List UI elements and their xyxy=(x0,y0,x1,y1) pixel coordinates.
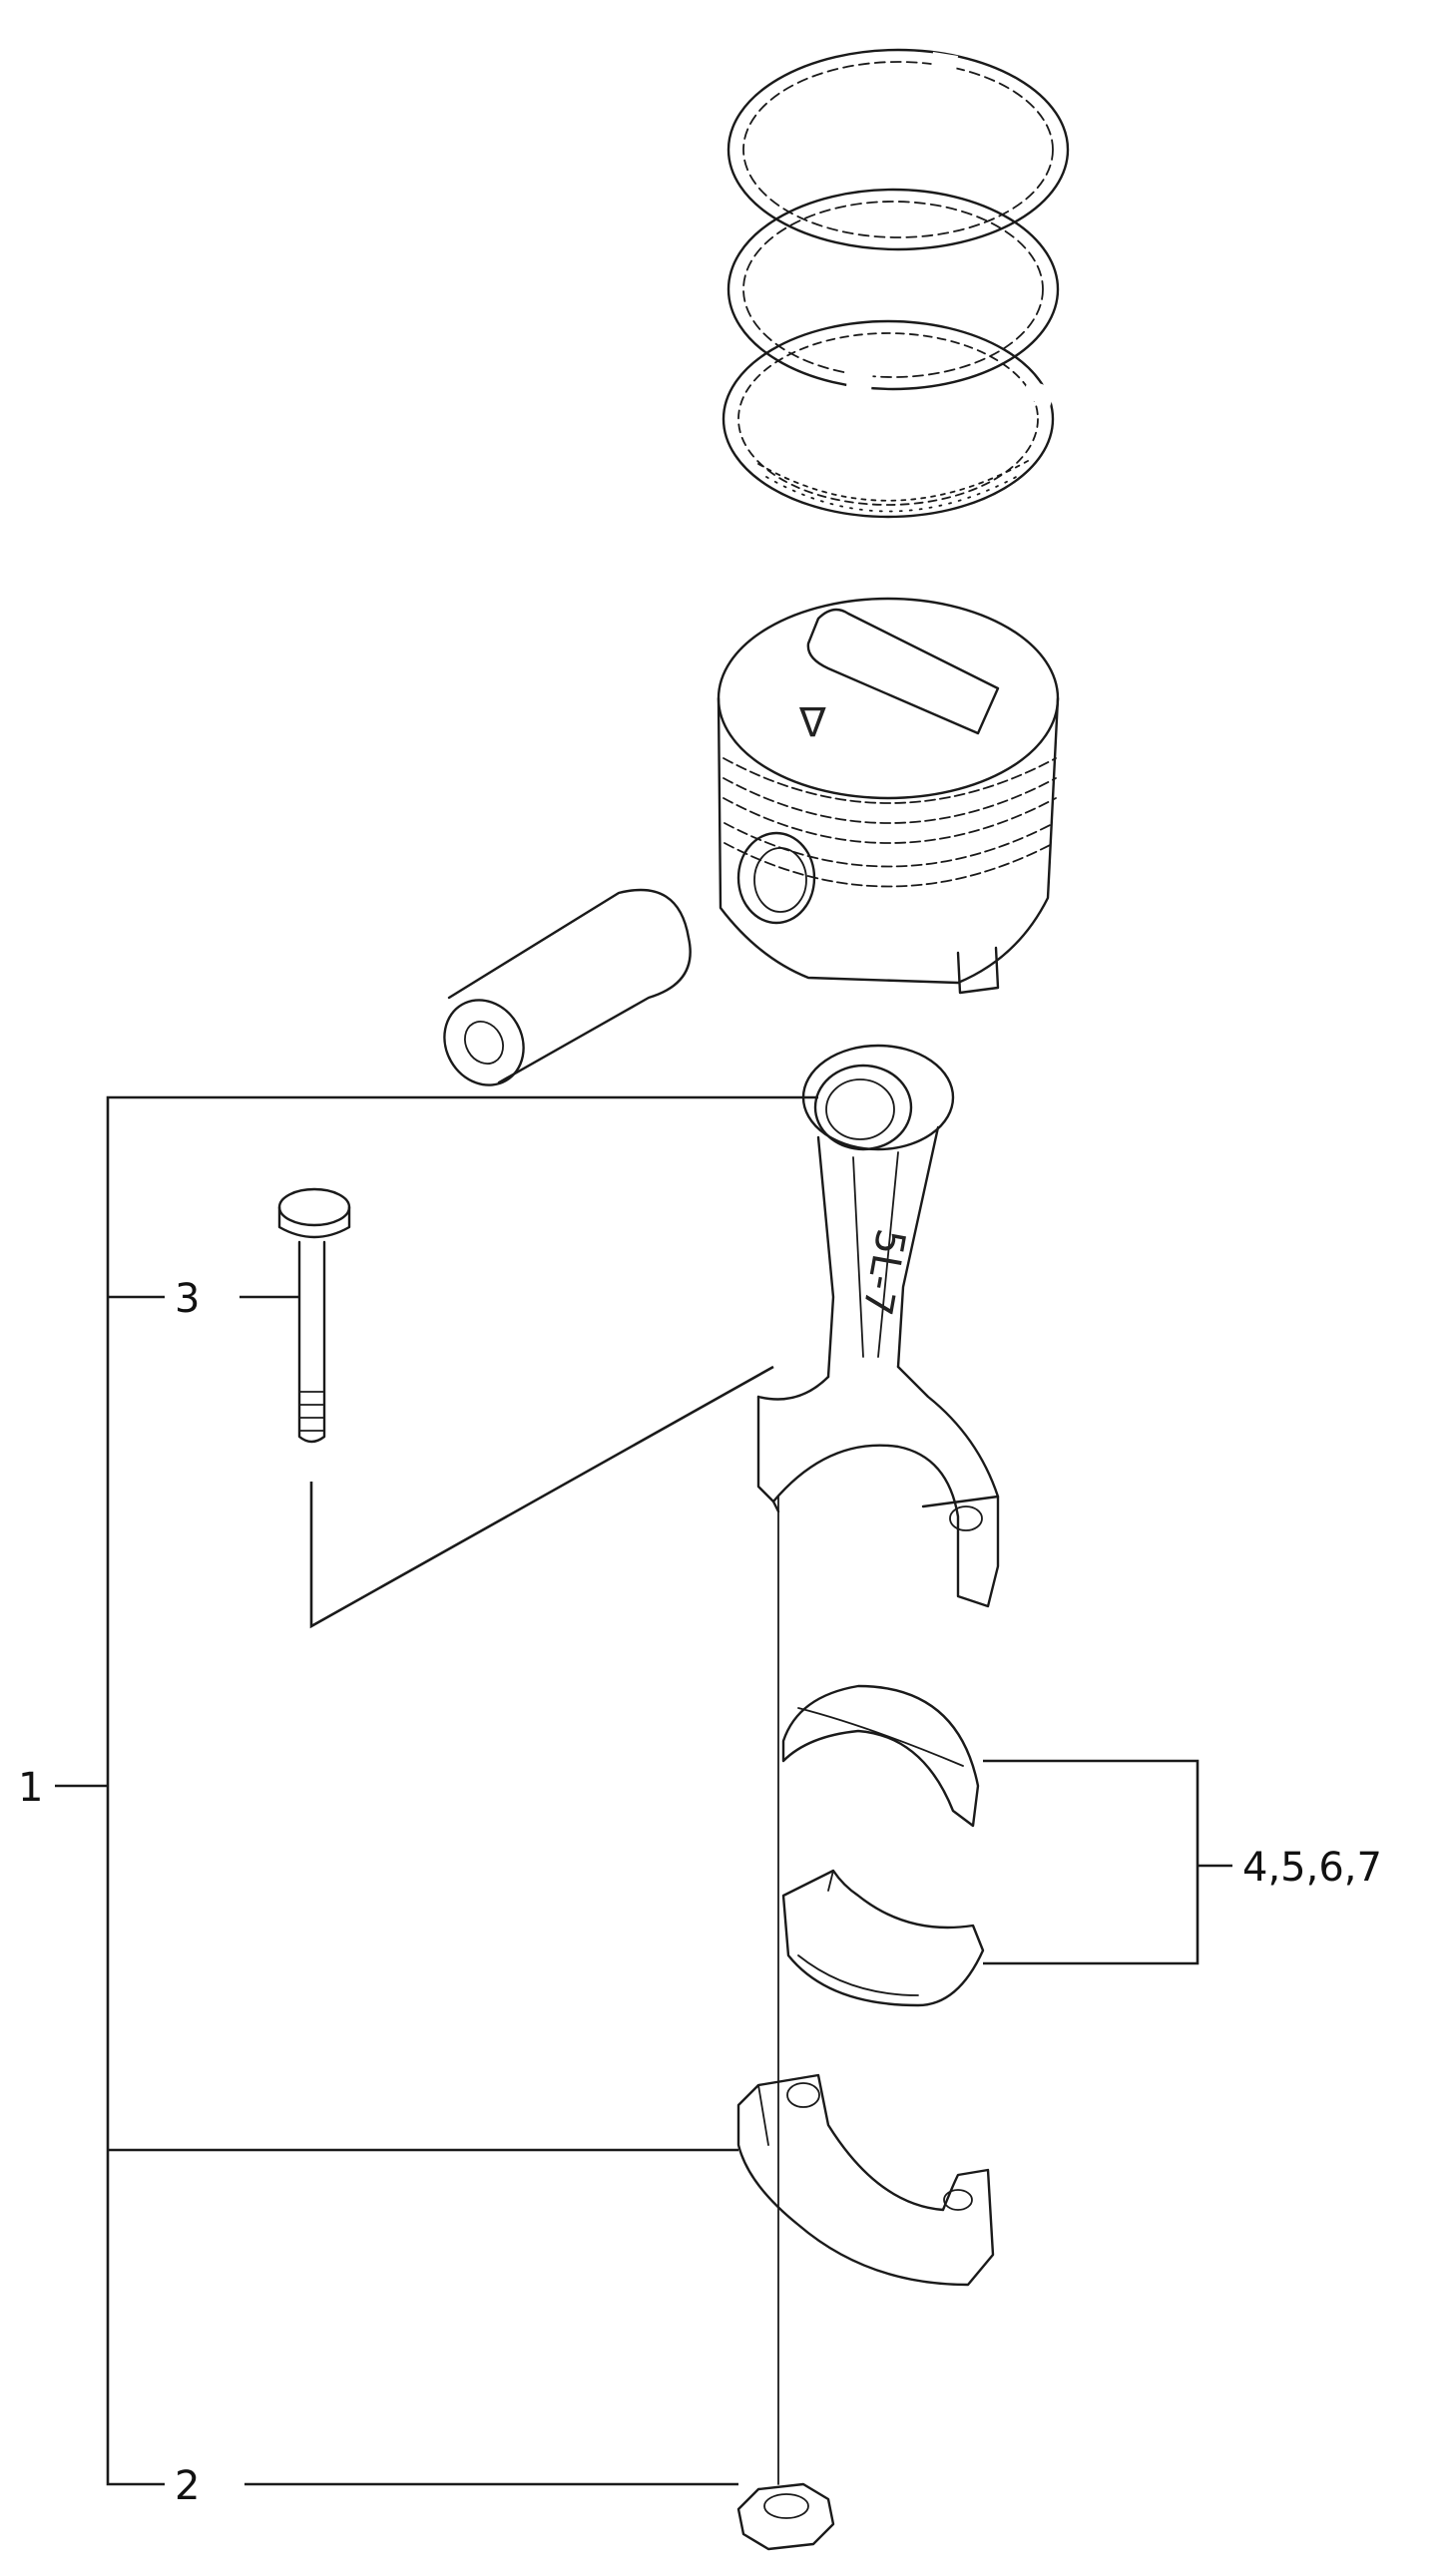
callout-items-4-7: 4,5,6,7 xyxy=(1242,1845,1382,1891)
callout-item-2: 2 xyxy=(175,2463,200,2509)
connecting-rod-nut xyxy=(736,2482,835,2551)
piston-pin xyxy=(443,888,692,1086)
callout-item-3: 3 xyxy=(175,1276,200,1322)
connecting-rod-bolt xyxy=(277,1187,351,1444)
piston: Δ xyxy=(717,597,1060,995)
connecting-rod-cap xyxy=(736,2073,995,2287)
piston-ring-middle xyxy=(726,188,1060,391)
piston-ring-top xyxy=(726,48,1070,251)
rod-code-marking: 5L-7 xyxy=(853,1225,913,1319)
connecting-rod: 5L-7 xyxy=(756,1044,1000,1608)
piston-ring-oil xyxy=(722,319,1056,519)
callout-item-1: 1 xyxy=(18,1765,43,1811)
bearing-shell-upper xyxy=(781,1684,980,1828)
bearing-shell-lower xyxy=(781,1869,985,2007)
piston-arrow-mark: Δ xyxy=(798,697,826,743)
leader-lines xyxy=(55,1095,1232,2486)
